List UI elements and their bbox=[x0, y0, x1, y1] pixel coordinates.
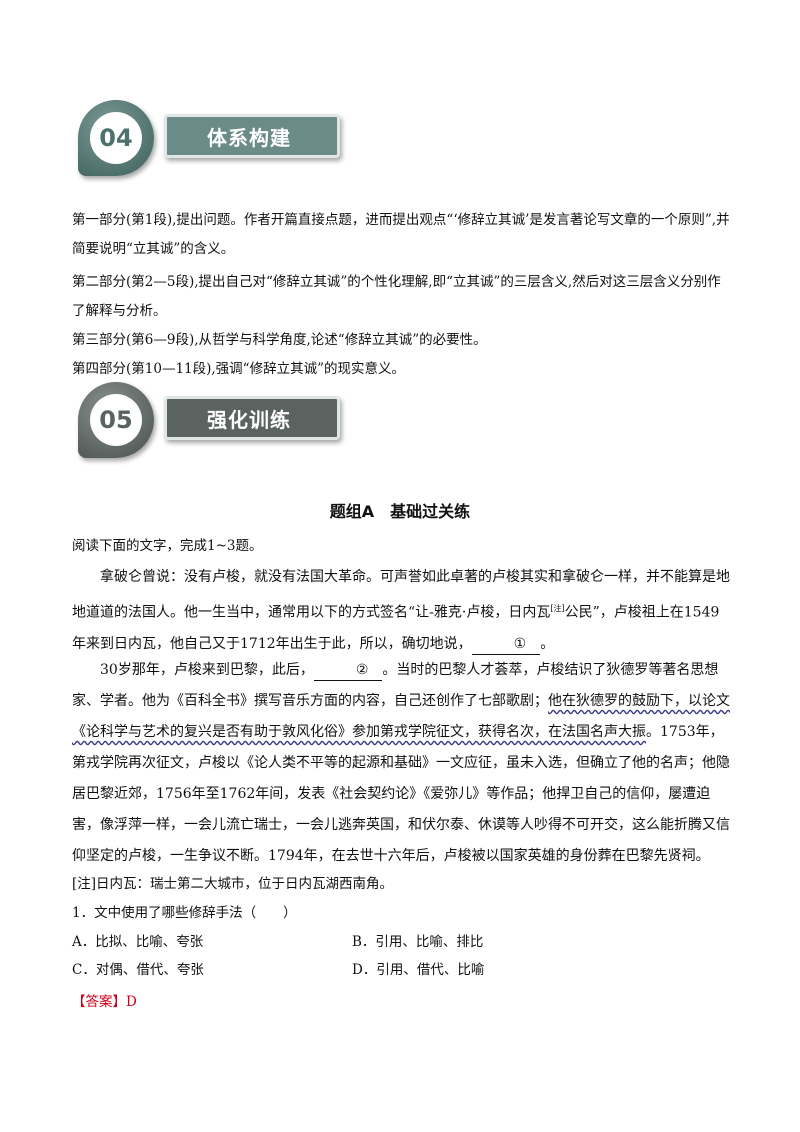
underlined-sentence: 他在狄德罗的鼓励下，以论文《论科学与艺术的复兴是否有助于敦风化俗》参加第戎学院征… bbox=[72, 693, 730, 740]
answer: 【答案】D bbox=[72, 990, 137, 1014]
section-number-badge: 05 bbox=[78, 382, 154, 458]
question-stem: 1．文中使用了哪些修辞手法（ ） bbox=[72, 905, 297, 921]
section-number-badge: 04 bbox=[78, 100, 154, 176]
section-header-04: 04 体系构建 bbox=[78, 100, 368, 180]
structure-part-4: 第四部分(第10—11段),强调“修辞立其诚”的现实意义。 bbox=[72, 361, 405, 377]
footnote: [注]日内瓦：瑞士第二大城市，位于日内瓦湖西南角。 bbox=[72, 876, 394, 892]
section-title: 强化训练 bbox=[164, 396, 340, 440]
passage-text: 公民”，卢梭祖上在1549年来到日内瓦，他自己又于1712年出生于此，所以，确切… bbox=[72, 604, 720, 652]
passage-text: 拿破仑曾说：没有卢梭，就没有法国大革命。可声誉如此卓著的卢梭其实和拿破仑一样，并… bbox=[72, 569, 730, 621]
passage-text: 。当时的巴黎人才荟萃，卢梭结识了狄德罗等著名思想家、学者。他为《百科全书》撰写音… bbox=[72, 662, 719, 709]
section-header-05: 05 强化训练 bbox=[78, 382, 368, 462]
answer-label: 【答案】 bbox=[72, 994, 126, 1010]
group-title: 题组A 基础过关练 bbox=[329, 502, 471, 521]
answer-value: D bbox=[126, 994, 137, 1010]
section-number: 05 bbox=[90, 394, 142, 446]
passage-text: 。 bbox=[540, 635, 555, 652]
structure-part-2: 第二部分(第2—5段),提出自己对“修辞立其诚”的个性化理解,即“立其诚”的三层… bbox=[72, 274, 721, 319]
footnote-marker: [注] bbox=[550, 604, 565, 613]
reading-instruction: 阅读下面的文字，完成1~3题。 bbox=[72, 538, 263, 554]
option-d[interactable]: D．引用、借代、比喻 bbox=[352, 962, 485, 978]
passage-paragraph-1: 拿破仑曾说：没有卢梭，就没有法国大革命。可声誉如此卓著的卢梭其实和拿破仑一样，并… bbox=[72, 562, 732, 660]
passage-text: 30岁那年，卢梭来到巴黎，此后， bbox=[100, 662, 314, 678]
section-title: 体系构建 bbox=[164, 114, 340, 158]
passage-paragraph-2: 30岁那年，卢梭来到巴黎，此后，②。当时的巴黎人才荟萃，卢梭结识了狄德罗等著名思… bbox=[72, 655, 732, 872]
option-c[interactable]: C．对偶、借代、夸张 bbox=[72, 962, 204, 978]
blank-2: ② bbox=[313, 660, 383, 681]
option-b[interactable]: B．引用、比喻、排比 bbox=[352, 934, 484, 950]
blank-1: ① bbox=[471, 634, 541, 655]
section-number: 04 bbox=[90, 112, 142, 164]
passage-text: 。1753年，第戎学院再次征文，卢梭以《论人类不平等的起源和基础》一文应征，虽未… bbox=[72, 724, 730, 864]
structure-part-1: 第一部分(第1段),提出问题。作者开篇直接点题，进而提出观点“‘修辞立其诚’是发… bbox=[72, 212, 730, 257]
structure-part-3: 第三部分(第6—9段),从哲学与科学角度,论述“修辞立其诚”的必要性。 bbox=[72, 332, 487, 348]
option-a[interactable]: A．比拟、比喻、夸张 bbox=[72, 934, 204, 950]
